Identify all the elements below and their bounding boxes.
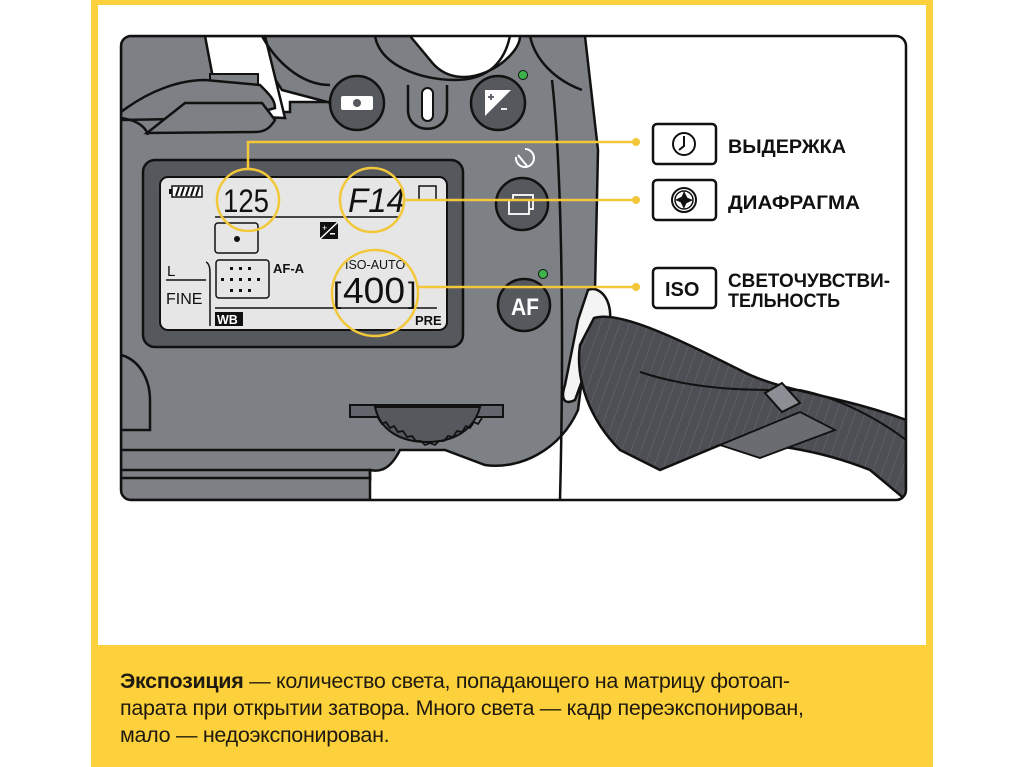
lcd-wb-label: WB [217, 313, 238, 327]
lcd-aperture-value: F14 [348, 182, 405, 220]
lcd-shutter-value: 125 [223, 183, 269, 219]
lcd-iso-bracket-left: [ [333, 277, 342, 310]
metering-button[interactable] [328, 74, 386, 132]
legend-iso-icon-text: ISO [665, 279, 699, 301]
panel-border [119, 34, 908, 502]
lcd-iso-label: ISO-AUTO [345, 258, 405, 272]
caption-line-1: Экспозиция — количество света, попадающе… [120, 668, 910, 695]
legend-label-iso-line2: ТЕЛЬНОСТЬ [728, 291, 840, 312]
caption-line-2: парата при открытии затвора. Много света… [120, 696, 804, 720]
caption-line1-rest: — количество света, попадающего на матри… [243, 669, 790, 693]
callout-line-shutter [246, 140, 636, 169]
self-timer-icon [514, 148, 535, 168]
callouts [215, 140, 636, 338]
lcd-iso-bracket-right: ] [408, 277, 416, 310]
clock-icon [672, 132, 696, 156]
exposure-comp-button[interactable] [469, 70, 528, 132]
release-mode-button[interactable] [494, 176, 550, 232]
caption-line-3: мало — недоэкспонирован. [120, 723, 390, 747]
af-button-label: AF [511, 294, 539, 321]
release-lock-slot [406, 85, 449, 130]
camera-strap [577, 315, 906, 500]
status-led [518, 70, 528, 80]
af-points-indicator [215, 259, 270, 299]
af-button[interactable]: AF [496, 269, 552, 333]
battery-icon [169, 185, 203, 198]
panel-content: 125 F14 + L FINE [121, 36, 906, 660]
svg-text:+: + [322, 223, 327, 233]
lcd-wb-value: PRE [415, 313, 442, 328]
bottom-strap [121, 535, 906, 660]
lcd-image-quality: FINE [166, 291, 202, 308]
exposure-comp-indicator: + [319, 221, 339, 240]
legend-label-shutter: ВЫДЕРЖКА [728, 137, 846, 158]
caption-term: Экспозиция [120, 669, 244, 693]
command-dial[interactable] [349, 404, 504, 447]
legend-iso-box: ISO [651, 266, 718, 310]
lcd-image-size: L [167, 263, 175, 280]
callout-circle-iso [330, 248, 420, 338]
aperture-icon [671, 187, 697, 213]
strap-keeper [763, 381, 802, 414]
legend-aperture-box [651, 178, 718, 222]
af-status-led [538, 269, 548, 279]
caption: Экспозиция — количество света, попадающе… [120, 668, 910, 749]
metering-indicator [214, 222, 259, 254]
legend-label-iso-line1: СВЕТОЧУВСТВИ- [728, 271, 890, 292]
legend-shutter-box [651, 122, 718, 166]
legend-label-aperture: ДИАФРАГМА [728, 193, 860, 214]
lcd-wb-badge [215, 312, 243, 326]
lcd-af-mode: AF-A [273, 261, 305, 276]
lcd-iso-value: 400 [343, 270, 405, 311]
